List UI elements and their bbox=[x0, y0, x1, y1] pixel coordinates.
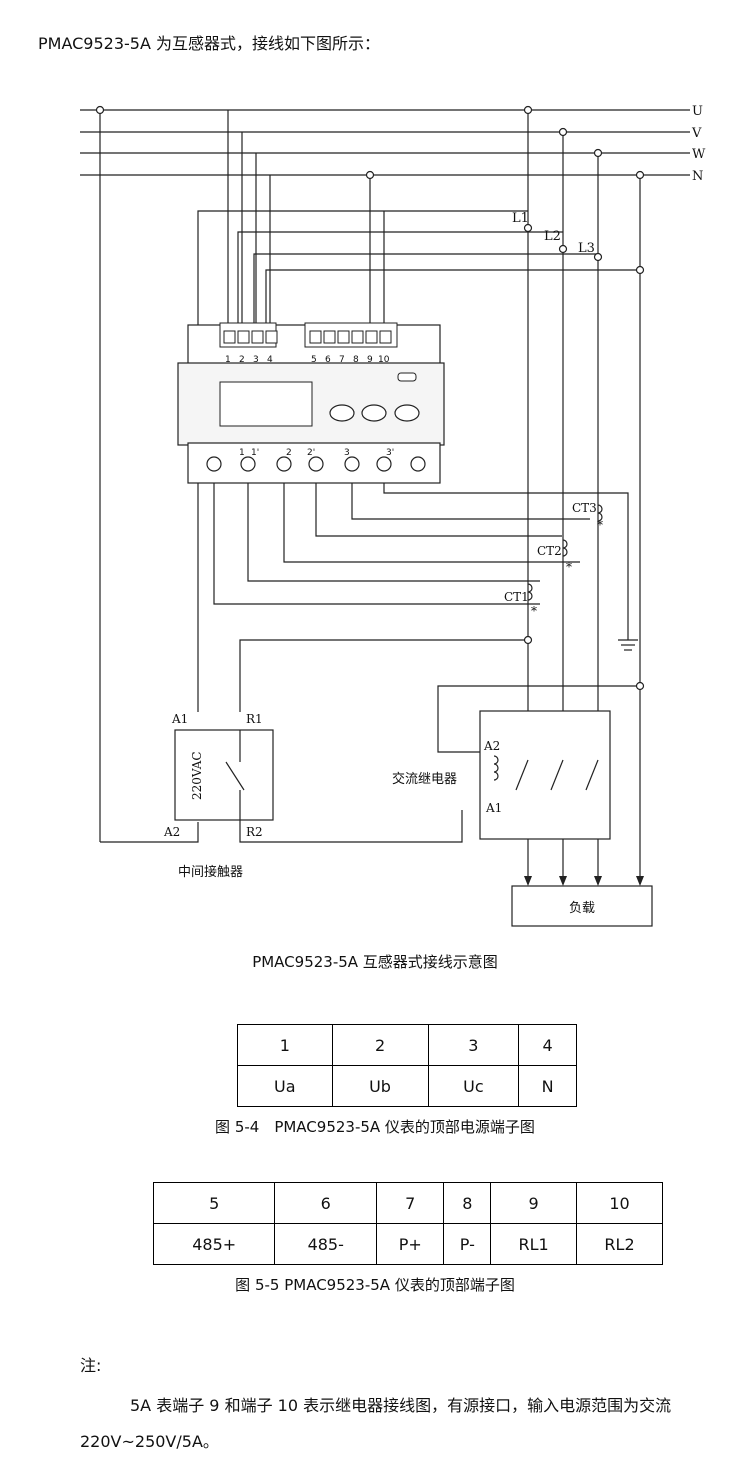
table1-value-cell: Uc bbox=[427, 1065, 520, 1107]
meter-left-button bbox=[329, 404, 355, 422]
table1-value-cell: N bbox=[518, 1065, 577, 1107]
page-heading: PMAC9523-5A 为互感器式，接线如下图所示： bbox=[38, 34, 380, 53]
table2-header-cell: 8 bbox=[443, 1182, 492, 1224]
line-label-l1: L1 bbox=[512, 211, 529, 226]
ct3-star: * bbox=[597, 518, 603, 532]
contactor-a1: A1 bbox=[171, 712, 188, 726]
table2-value-cell: P- bbox=[443, 1223, 492, 1265]
bottom-terminal-2p: 2' bbox=[307, 448, 315, 458]
table2-value-cell: 485+ bbox=[152, 1223, 276, 1265]
diagram-caption: PMAC9523-5A 互感器式接线示意图 bbox=[252, 953, 498, 971]
table2-value-cell: P+ bbox=[376, 1223, 445, 1265]
table1-caption: 图 5-4 PMAC9523-5A 仪表的顶部电源端子图 bbox=[215, 1118, 535, 1136]
load-label: 负载 bbox=[569, 901, 595, 916]
table2-header-cell: 6 bbox=[274, 1182, 378, 1224]
ct1-label: CT1 bbox=[504, 590, 529, 604]
table2-header-cell: 10 bbox=[576, 1182, 663, 1224]
ct3-label: CT3 bbox=[572, 501, 597, 515]
ct2-star: * bbox=[566, 560, 572, 574]
bus-label-u: U bbox=[692, 104, 703, 119]
top-terminal-4: 4 bbox=[267, 355, 273, 365]
bottom-terminal-1p: 1' bbox=[251, 448, 259, 458]
intermediate-contactor: 220VAC bbox=[174, 729, 274, 822]
note-label: 注: bbox=[80, 1356, 102, 1375]
top-terminal-table: 5 6 7 8 9 10 485+ 485- P+ P- RL1 RL2 bbox=[152, 1182, 663, 1265]
bottom-terminal-3: 3 bbox=[344, 448, 350, 458]
top-terminal-1: 1 bbox=[225, 355, 231, 365]
top-terminal-9: 9 bbox=[367, 355, 373, 365]
table2-value-cell: 485- bbox=[274, 1223, 378, 1265]
meter-enter-button bbox=[394, 404, 420, 422]
table2-value-cell: RL1 bbox=[490, 1223, 578, 1265]
top-power-terminal-table: 1 2 3 4 Ua Ub Uc N bbox=[237, 1024, 577, 1107]
table2-caption: 图 5-5 PMAC9523-5A 仪表的顶部端子图 bbox=[235, 1276, 515, 1294]
top-terminal-2: 2 bbox=[239, 355, 245, 365]
table2-header-cell: 9 bbox=[490, 1182, 578, 1224]
meter-up-button bbox=[361, 404, 387, 422]
bus-label-w: W bbox=[692, 147, 706, 162]
wiring-diagram: U V W N L1 L2 L3 1 2 3 bbox=[80, 104, 706, 927]
ct1-star: * bbox=[531, 604, 537, 618]
contactor-label: 中间接触器 bbox=[178, 864, 243, 880]
top-terminal-6: 6 bbox=[325, 355, 331, 365]
bottom-terminal-2: 2 bbox=[286, 448, 292, 458]
load-box bbox=[511, 885, 653, 927]
contactor-r2: R2 bbox=[246, 825, 263, 839]
relay-label: 交流继电器 bbox=[392, 771, 457, 787]
table1-header-cell: 1 bbox=[237, 1024, 333, 1066]
table1-header-cell: 4 bbox=[518, 1024, 577, 1066]
bottom-terminal-1: 1 bbox=[239, 448, 245, 458]
bottom-terminal-3p: 3' bbox=[386, 448, 394, 458]
table1-header-cell: 2 bbox=[331, 1024, 429, 1066]
top-terminal-8: 8 bbox=[353, 355, 359, 365]
ac-relay bbox=[479, 710, 611, 840]
contactor-a2: A2 bbox=[163, 825, 180, 839]
ct2-label: CT2 bbox=[537, 544, 562, 558]
line-label-l2: L2 bbox=[544, 229, 561, 244]
table2-header-cell: 5 bbox=[152, 1182, 276, 1224]
relay-a1: A1 bbox=[485, 801, 502, 815]
contactor-voltage: 220VAC bbox=[190, 751, 204, 800]
top-terminal-3: 3 bbox=[253, 355, 259, 365]
table1-value-cell: Ua bbox=[237, 1065, 333, 1107]
table1-header-cell: 3 bbox=[427, 1024, 520, 1066]
note-text: 5A 表端子 9 和端子 10 表示继电器接线图，有源接口，输入电源范围为交流 … bbox=[80, 1396, 672, 1451]
relay-a2: A2 bbox=[483, 739, 500, 753]
top-terminal-7: 7 bbox=[339, 355, 345, 365]
meter-device: 1 2 3 4 5 6 7 8 9 10 bbox=[177, 322, 445, 484]
table2-header-cell: 7 bbox=[376, 1182, 445, 1224]
contactor-r1: R1 bbox=[246, 712, 263, 726]
table1-value-cell: Ub bbox=[331, 1065, 429, 1107]
top-terminal-10: 10 bbox=[378, 355, 390, 365]
line-label-l3: L3 bbox=[578, 241, 595, 256]
bus-label-n: N bbox=[692, 169, 703, 184]
table2-value-cell: RL2 bbox=[576, 1223, 663, 1265]
bus-label-v: V bbox=[691, 126, 702, 141]
top-terminal-5: 5 bbox=[311, 355, 317, 365]
